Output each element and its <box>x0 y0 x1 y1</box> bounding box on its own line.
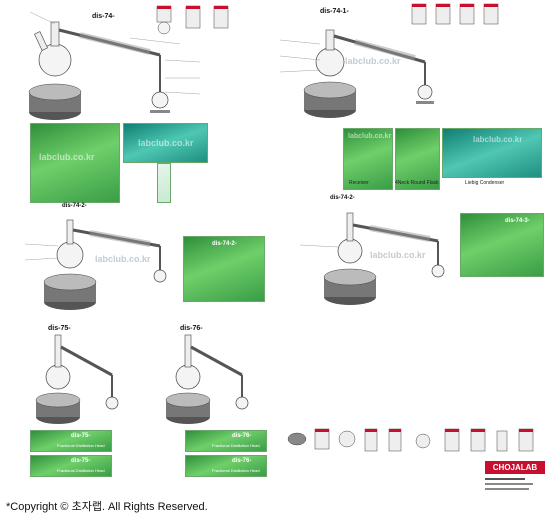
watermark: labclub.co.kr <box>95 254 151 264</box>
photo-title: dis-75- <box>71 458 91 464</box>
copyright-footer: *Copyright © 초자랩. All Rights Reserved. <box>6 501 208 513</box>
apparatus-dis-74-drawing <box>28 5 229 120</box>
apparatus-dis-76-drawing <box>165 334 249 424</box>
photo-dis-75-2: dis-75- Fractional Distillation Head <box>30 455 112 477</box>
photo-subtitle: Fractional Distillation Head <box>57 468 105 473</box>
watermark: labclub.co.kr <box>473 135 523 144</box>
diagram-title: dis-74-2- <box>330 195 355 201</box>
photo-dis-76-1: dis-76- Fractional Distillation Head <box>185 430 267 452</box>
brand-logo: CHOJALAB <box>485 461 545 474</box>
photo-subtitle: Fractional Distillation Head <box>212 468 260 473</box>
photo-title: dis-74-2- <box>212 241 237 247</box>
watermark: labclub.co.kr <box>348 133 392 140</box>
photo-subtitle: Fractional Distillation Head <box>57 443 105 448</box>
diagram-title: dis-74-1- <box>320 8 349 15</box>
photo-4neck-flask <box>395 128 440 190</box>
photo-adapter <box>157 163 171 203</box>
photo-dis-74-2: dis-74-2- <box>183 236 265 302</box>
product-strip-drawing <box>287 428 534 452</box>
caption-liebig-condenser: Liebig Condenser <box>465 180 505 186</box>
watermark: labclub.co.kr <box>138 138 194 148</box>
photo-title: dis-76- <box>232 458 252 464</box>
photo-condenser: labclub.co.kr <box>123 123 208 163</box>
photo-dis-76-2: dis-76- Fractional Distillation Head <box>185 455 267 477</box>
photo-dis-74-3: dis-74-3- <box>460 213 544 277</box>
diagram-title: dis-74-2- <box>62 203 87 209</box>
diagram-title: dis-74- <box>92 13 115 20</box>
watermark: labclub.co.kr <box>39 152 95 162</box>
apparatus-dis-74-2-drawing <box>24 219 167 310</box>
watermark: labclub.co.kr <box>345 56 401 66</box>
diagram-title: dis-75- <box>48 325 71 332</box>
photo-title: dis-75- <box>71 433 91 439</box>
apparatus-dis-74-1-drawing <box>279 3 499 118</box>
photo-receiver-flasks: labclub.co.kr <box>30 123 120 203</box>
photo-title: dis-74-3- <box>505 218 530 224</box>
photo-dis-75-1: dis-75- Fractional Distillation Head <box>30 430 112 452</box>
photo-title: dis-76- <box>232 433 252 439</box>
company-address-block <box>485 478 533 490</box>
apparatus-dis-75-drawing <box>35 334 119 424</box>
photo-liebig-condenser: labclub.co.kr <box>442 128 542 178</box>
apparatus-dis-74-2-right-drawing <box>299 212 445 305</box>
caption-4neck-flask: 4Neck Round Flask <box>395 180 439 186</box>
diagram-title: dis-76- <box>180 325 203 332</box>
photo-subtitle: Fractional Distillation Head <box>212 443 260 448</box>
watermark: labclub.co.kr <box>370 250 426 260</box>
caption-receiver: Receiver <box>349 180 369 186</box>
photo-receiver: labclub.co.kr <box>343 128 393 190</box>
